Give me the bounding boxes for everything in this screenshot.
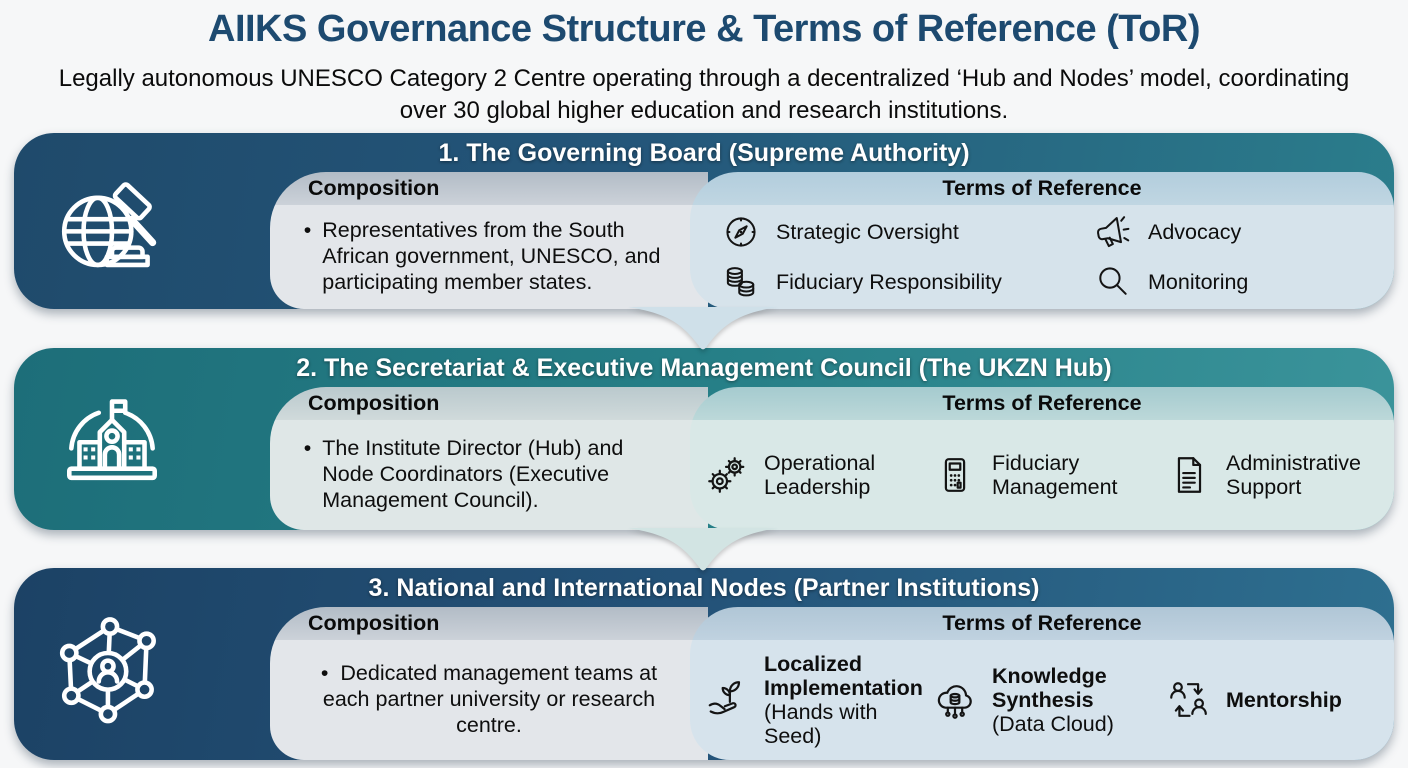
page-title: AIIKS Governance Structure & Terms of Re… [208,8,1201,50]
terms-item: Operational Leadership [704,451,932,499]
globe-gavel-icon [48,167,176,289]
section-nodes: 3. National and International Nodes (Par… [14,568,1394,760]
composition-panel: Composition • Dedicated management teams… [270,607,708,760]
terms-header: Terms of Reference [690,387,1394,420]
calculator-icon [932,452,978,498]
terms-item-label: Administrative Support [1226,450,1362,499]
bullet: • [303,436,312,461]
composition-item: • The Institute Director (Hub) and Node … [304,436,675,513]
terms-item-label: Advocacy [1148,219,1242,244]
cloud-database-icon [932,677,978,723]
composition-item: • Dedicated management teams at each par… [303,661,675,738]
compass-icon [720,211,762,253]
section-governing-board: 1. The Governing Board (Supreme Authorit… [14,133,1394,309]
terms-item: Mentorship [1166,677,1394,723]
bullet: • [303,218,312,243]
flow-arrow-down-2 [628,528,778,571]
terms-label: Terms of Reference [942,391,1142,415]
terms-body: Strategic Oversight Advocacy Fiduciary R… [690,205,1394,309]
terms-item-label: Mentorship [1226,687,1342,712]
coins-icon [720,261,762,303]
section-secretariat-hub: 2. The Secretariat & Executive Managemen… [14,348,1394,530]
terms-grid: Localized Implementation (Hands with See… [690,640,1394,760]
terms-item-sub: (Data Cloud) [992,712,1114,737]
section-title: 3. National and International Nodes (Par… [368,574,1040,602]
section-title: 2. The Secretariat & Executive Managemen… [296,354,1112,382]
terms-item-label: Strategic Oversight [776,219,959,244]
composition-label: Composition [308,611,440,635]
section-title: 1. The Governing Board (Supreme Authorit… [438,139,970,167]
composition-body: • Dedicated management teams at each par… [270,640,708,760]
people-exchange-icon [1166,677,1212,723]
hand-seedling-icon [704,677,750,723]
terms-item-label: Fiduciary Responsibility [776,269,1002,294]
magnifier-icon [1092,261,1134,303]
terms-item-label: Monitoring [1148,269,1249,294]
composition-item: • Representatives from the South African… [304,218,675,295]
university-icon [48,385,176,507]
terms-item-label: Localized Implementation [764,651,923,700]
terms-item: Advocacy [1092,211,1394,253]
composition-text: The Institute Director (Hub) and Node Co… [322,436,624,512]
terms-item: Strategic Oversight [720,211,1092,253]
terms-item: Fiduciary Responsibility [720,261,1092,303]
terms-header: Terms of Reference [690,172,1394,205]
terms-item: Fiduciary Management [932,451,1166,499]
terms-grid: Strategic Oversight Advocacy Fiduciary R… [690,205,1394,309]
terms-item: Administrative Support [1166,451,1394,499]
composition-text: Dedicated management teams at each partn… [322,661,658,737]
document-icon [1166,452,1212,498]
network-icon [48,610,176,732]
terms-item: Monitoring [1092,261,1394,303]
terms-header: Terms of Reference [690,607,1394,640]
composition-label: Composition [308,176,440,200]
terms-item-text: Localized Implementation (Hands with See… [764,652,932,748]
composition-header: Composition [270,387,708,420]
terms-item-text: Knowledge Synthesis (Data Cloud) [992,664,1164,736]
terms-item-sub: (Hands with Seed) [764,700,878,749]
terms-item-label: Fiduciary Management [992,450,1118,499]
terms-grid: Operational Leadership Fiduciary Managem… [690,420,1394,530]
composition-header: Composition [270,172,708,205]
composition-text: Representatives from the South African g… [322,218,661,294]
composition-panel: Composition • The Institute Director (Hu… [270,387,708,530]
page-header: AIIKS Governance Structure & Terms of Re… [0,8,1408,127]
flow-arrow-down-1 [628,307,778,350]
terms-label: Terms of Reference [942,611,1142,635]
composition-body: • Representatives from the South African… [270,205,708,309]
terms-item-text: Mentorship [1226,688,1342,712]
terms-panel: Terms of Reference Localized Implementat… [690,607,1394,760]
terms-item: Localized Implementation (Hands with See… [704,652,932,748]
composition-body: • The Institute Director (Hub) and Node … [270,420,708,530]
composition-header: Composition [270,607,708,640]
page-subtitle: Legally autonomous UNESCO Category 2 Cen… [58,65,1350,125]
terms-item-label: Knowledge Synthesis [992,663,1107,712]
terms-label: Terms of Reference [942,176,1142,200]
megaphone-icon [1092,211,1134,253]
terms-body: Operational Leadership Fiduciary Managem… [690,420,1394,530]
terms-panel: Terms of Reference Operational Leadershi… [690,387,1394,530]
terms-body: Localized Implementation (Hands with See… [690,640,1394,760]
composition-panel: Composition • Representatives from the S… [270,172,708,309]
terms-item-label: Operational Leadership [764,450,876,499]
composition-label: Composition [308,391,440,415]
terms-panel: Terms of Reference Strategic Oversight A… [690,172,1394,309]
gears-icon [704,452,750,498]
bullet: • [320,661,329,686]
terms-item: Knowledge Synthesis (Data Cloud) [932,664,1166,736]
